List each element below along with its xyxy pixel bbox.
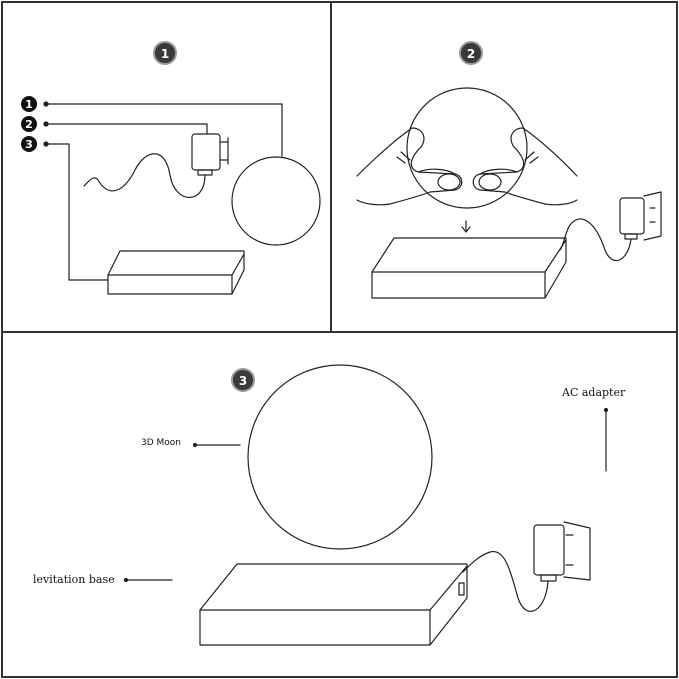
hands-icon (356, 127, 578, 206)
step-2-number: 2 (467, 47, 475, 61)
part-2-leader (43, 121, 208, 134)
levitation-base-medium (371, 237, 567, 299)
step-2-panel (330, 1, 678, 333)
moon-sphere-large (247, 364, 433, 550)
adapter-label-leader (603, 407, 609, 472)
moon-sphere-held (406, 87, 528, 209)
moon-label-leader (192, 442, 241, 448)
part-3-badge: 3 (21, 136, 37, 152)
levitation-base-large (199, 563, 468, 646)
part-2-badge: 2 (21, 116, 37, 132)
moon-label: 3D Moon (141, 438, 181, 448)
part-3-leader (43, 141, 109, 281)
step-3-badge: 3 (231, 368, 255, 392)
part-3-number: 3 (25, 138, 33, 151)
part-1-leader (43, 101, 283, 157)
power-plug-icon-2 (559, 191, 662, 262)
down-arrow-icon (461, 220, 471, 233)
base-label-leader (123, 577, 173, 583)
step-2-badge: 2 (459, 41, 483, 65)
part-2-number: 2 (25, 118, 33, 131)
part-1-badge: 1 (21, 96, 37, 112)
moon-sphere-small (231, 156, 321, 246)
step-1-badge: 1 (153, 41, 177, 65)
ac-adapter-label: AC adapter (562, 386, 626, 399)
step-1-number: 1 (161, 47, 169, 61)
power-plug-icon (83, 133, 229, 199)
levitation-base-label: levitation base (33, 573, 115, 586)
power-plug-icon-3 (462, 521, 591, 612)
step-3-number: 3 (239, 374, 247, 388)
part-1-number: 1 (25, 98, 33, 111)
step-3-panel (1, 331, 678, 678)
levitation-base-small (107, 250, 245, 295)
